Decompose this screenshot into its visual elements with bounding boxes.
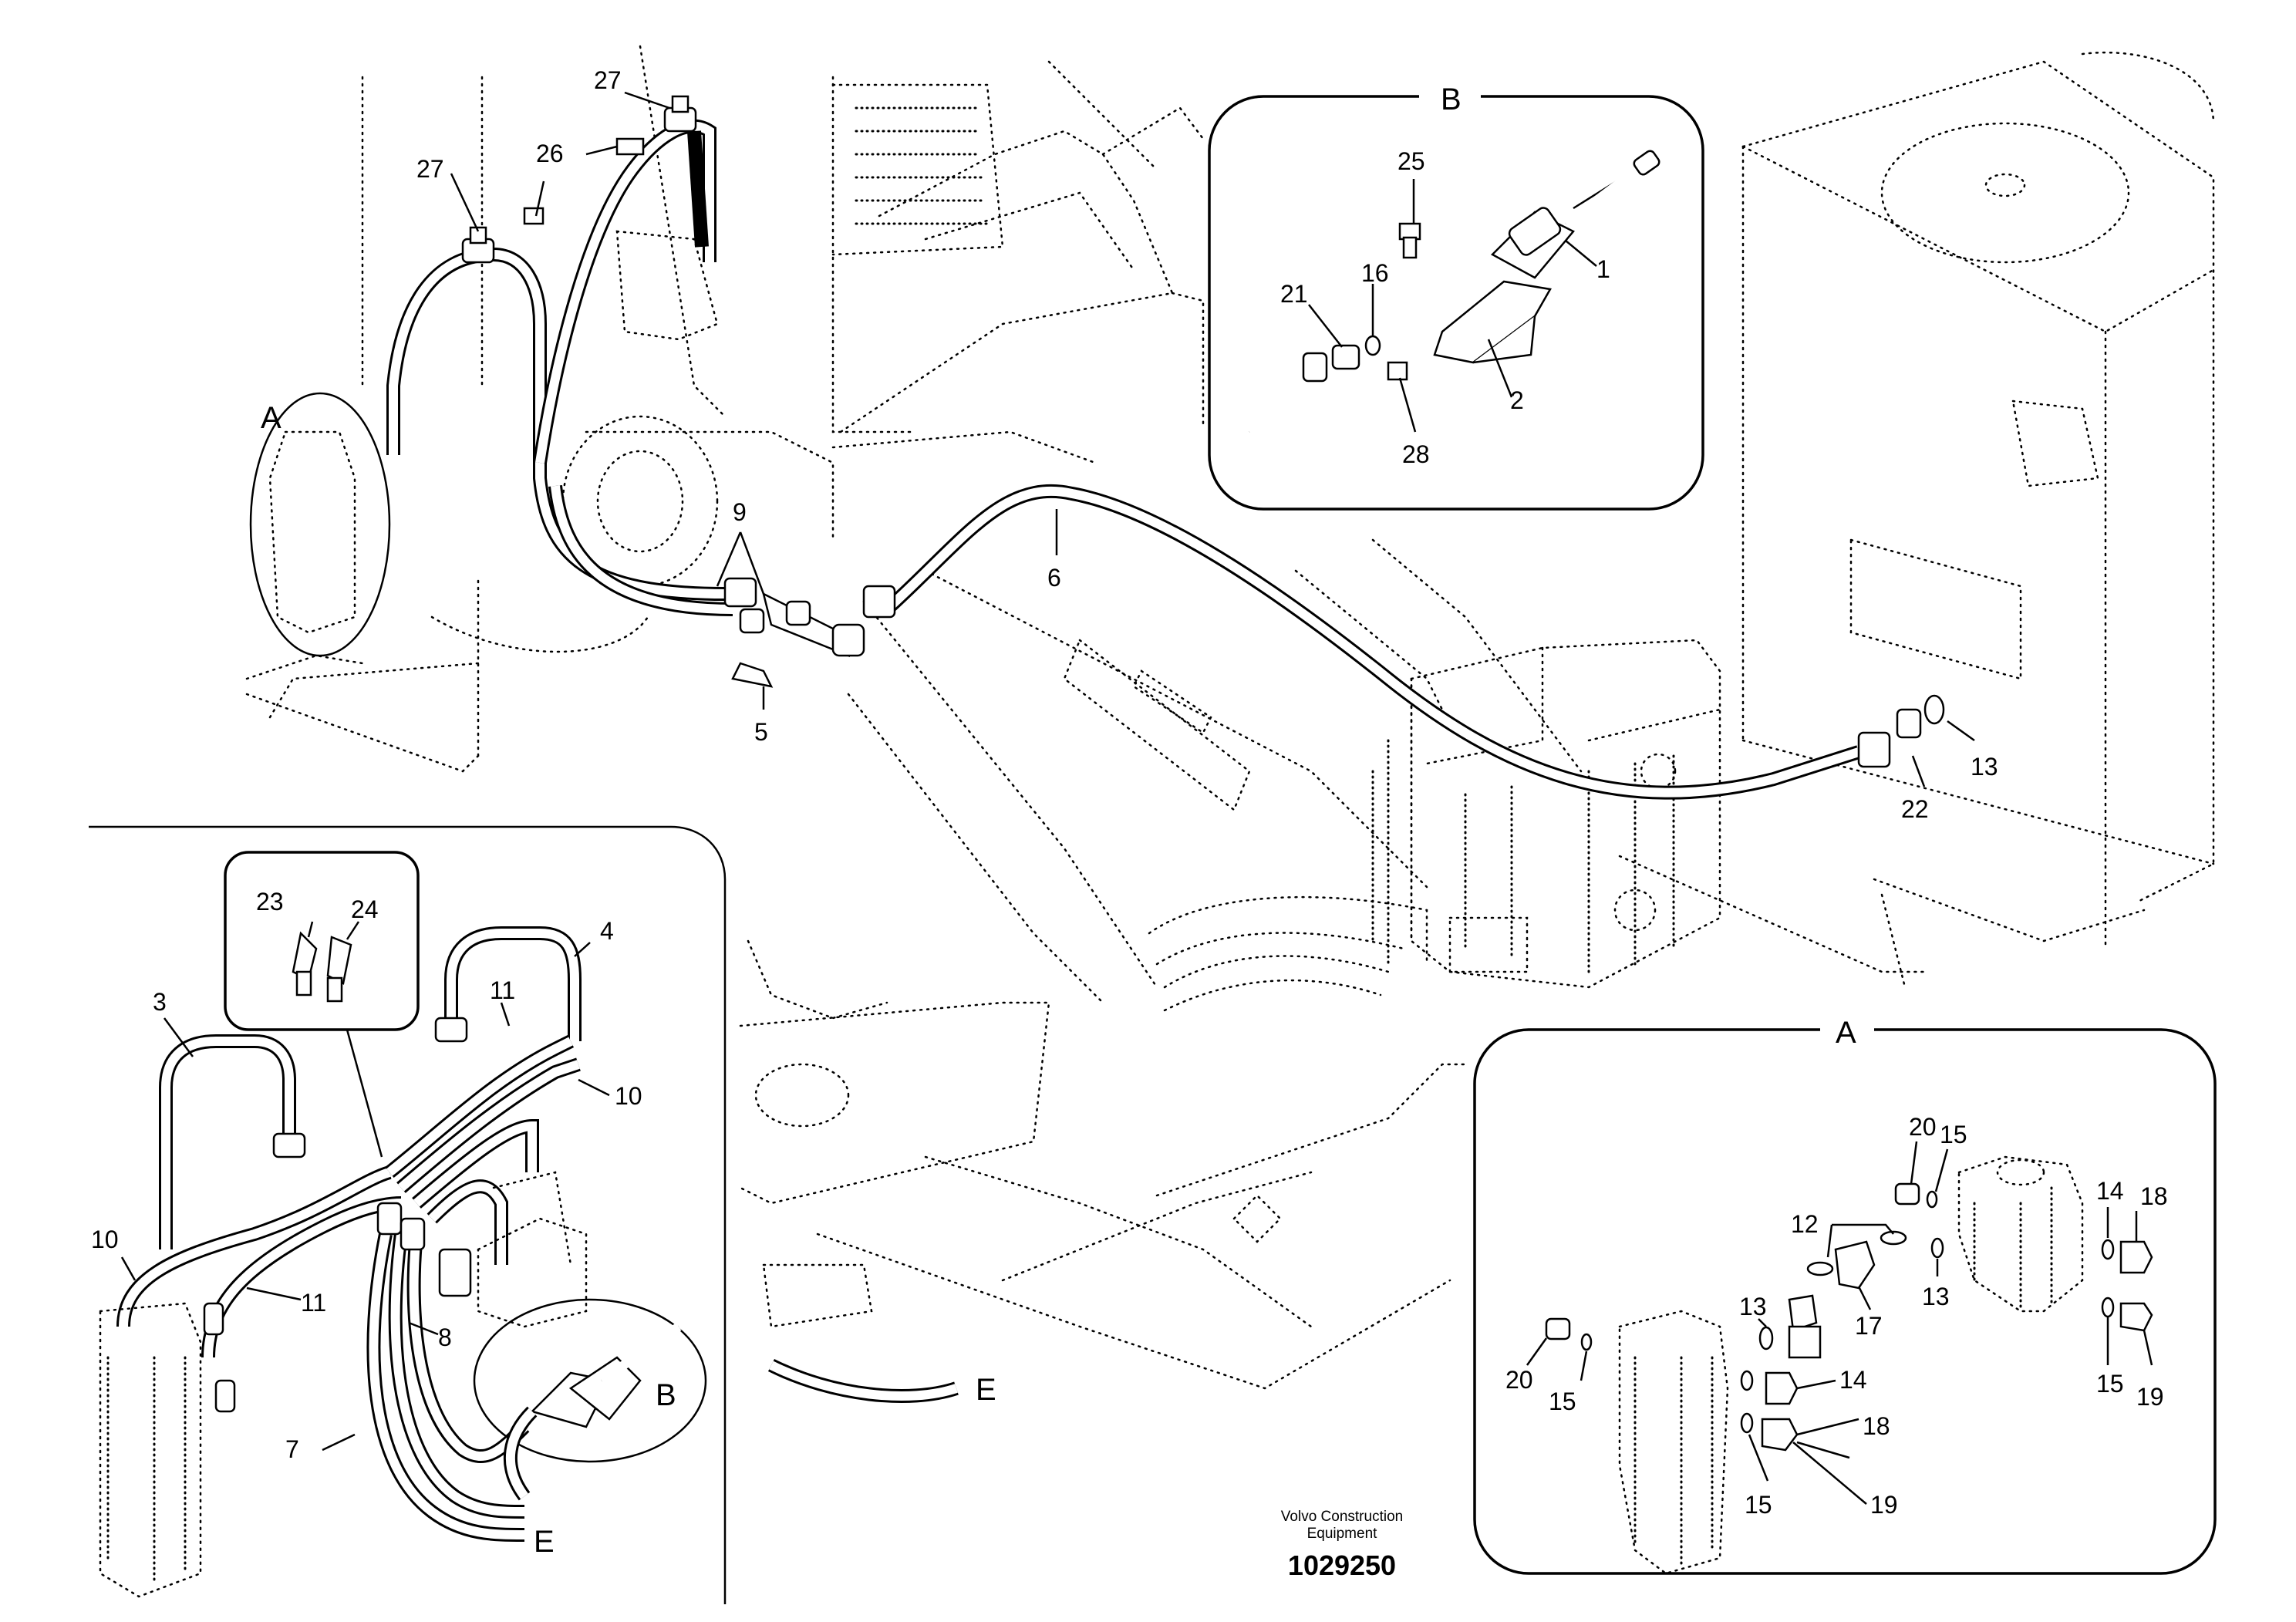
label-14-center: 14 — [1839, 1366, 1867, 1394]
label-25: 25 — [1397, 147, 1425, 175]
detail-a-fittings — [1545, 1182, 2153, 1452]
label-b-callout: B — [656, 1378, 676, 1412]
label-15-right: 15 — [2096, 1370, 2124, 1398]
washer-16 — [1364, 335, 1381, 356]
label-14-right: 14 — [2096, 1177, 2124, 1205]
label-20-top: 20 — [1909, 1113, 1937, 1141]
label-7: 7 — [285, 1435, 299, 1463]
label-15-top: 15 — [1940, 1121, 1967, 1148]
tank-box — [1618, 51, 2215, 989]
detail-a-panel: A — [1473, 1010, 2217, 1575]
label-10-right: 10 — [615, 1082, 642, 1110]
label-19-right: 19 — [2136, 1383, 2164, 1411]
label-a-callout: A — [261, 401, 282, 435]
adapter-21 — [1246, 344, 1360, 436]
hose-6 — [882, 484, 1861, 800]
title-block: Volvo Construction Equipment 1029250 — [1281, 1509, 1403, 1581]
label-13-left: 13 — [1739, 1293, 1767, 1320]
left-valve-block — [268, 230, 719, 634]
detail-b-panel: B — [1208, 77, 1704, 511]
detail-a-title: A — [1836, 1016, 1856, 1050]
grill-pattern — [855, 106, 989, 225]
label-e-main: E — [976, 1373, 996, 1407]
label-15-left: 15 — [1549, 1388, 1576, 1415]
bolt-26 — [523, 137, 645, 225]
main-view-leaders — [249, 91, 1975, 787]
company-line-2: Equipment — [1307, 1526, 1378, 1542]
label-13-center: 13 — [1922, 1283, 1950, 1310]
label-5: 5 — [754, 718, 768, 746]
label-13: 13 — [1971, 753, 1998, 781]
main-view-structure — [245, 45, 2215, 1390]
label-21: 21 — [1280, 280, 1308, 308]
label-26: 26 — [536, 140, 564, 167]
label-22: 22 — [1901, 795, 1929, 823]
label-4: 4 — [600, 917, 614, 945]
label-11-lower: 11 — [301, 1289, 326, 1317]
label-23: 23 — [256, 888, 284, 916]
drawing-number: 1029250 — [1288, 1549, 1396, 1581]
detail-hoses-panel: 23 24 — [89, 825, 727, 1604]
bolt-25 — [1398, 222, 1421, 259]
label-28: 28 — [1402, 440, 1430, 468]
label-2: 2 — [1510, 386, 1524, 414]
main-control-valve — [1371, 639, 1721, 989]
right-fitting-22-13 — [1857, 694, 1945, 768]
label-17: 17 — [1855, 1312, 1883, 1340]
label-24: 24 — [351, 895, 379, 923]
label-10-left: 10 — [91, 1226, 119, 1253]
label-18-center: 18 — [1863, 1412, 1890, 1440]
label-1: 1 — [1596, 255, 1610, 283]
label-27-upper: 27 — [594, 66, 622, 94]
label-20-bottom: 20 — [1505, 1366, 1533, 1394]
label-27-lower: 27 — [416, 155, 444, 183]
company-line-1: Volvo Construction — [1281, 1509, 1403, 1525]
label-19-bottom: 19 — [1870, 1491, 1898, 1519]
label-12: 12 — [1791, 1210, 1819, 1238]
pressure-switch-1 — [1490, 150, 1660, 279]
detail-b-title: B — [1441, 83, 1462, 116]
main-view-labels: 27 27 26 A 9 5 6 22 13 E — [261, 66, 1998, 1407]
label-11-upper: 11 — [490, 976, 515, 1004]
clamp-27-lower — [461, 226, 495, 264]
clamp-27-upper — [663, 95, 697, 133]
label-18-right: 18 — [2140, 1182, 2168, 1210]
screw-28 — [1387, 361, 1408, 381]
label-3: 3 — [153, 988, 167, 1016]
tee-fitting-5 — [723, 577, 896, 688]
label-16: 16 — [1361, 259, 1389, 287]
label-15-bottom: 15 — [1745, 1491, 1772, 1519]
label-e-detail: E — [534, 1525, 555, 1559]
label-8: 8 — [438, 1324, 452, 1351]
elbows-23-24 — [292, 931, 352, 1003]
label-6: 6 — [1047, 564, 1061, 592]
label-9: 9 — [733, 498, 747, 526]
bracket-2 — [1433, 280, 1552, 364]
